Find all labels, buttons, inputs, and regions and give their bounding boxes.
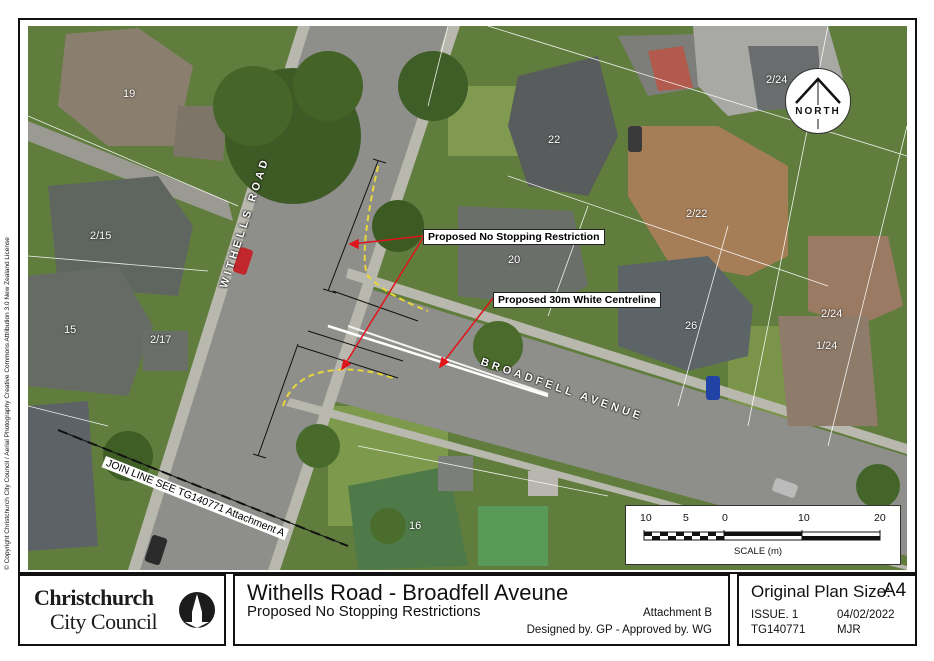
- scale-tick-label: 10: [640, 512, 652, 524]
- callout-no-stopping: Proposed No Stopping Restriction: [423, 229, 605, 245]
- logo-line-1: Christchurch: [34, 585, 154, 610]
- scale-bar: 10 5 0 10 20 SCALE (m): [625, 505, 901, 565]
- house-number: 2/24: [766, 74, 788, 86]
- attachment-label: Attachment B: [642, 607, 712, 619]
- logo-line-2: City Council: [50, 609, 158, 634]
- house-number: 2/24: [821, 308, 843, 320]
- house-20: [458, 206, 588, 306]
- designed-approved: Designed by. GP - Approved by. WG: [526, 624, 712, 636]
- proposed-centreline: [327, 324, 549, 398]
- house-number: 15: [64, 324, 77, 336]
- house-2-24: [808, 236, 903, 326]
- aerial-map-graphic: [28, 26, 907, 570]
- house-number: 19: [123, 88, 136, 100]
- scale-tick-label: 10: [798, 512, 810, 524]
- broadfell-avenue: [278, 276, 907, 556]
- scale-bar-graphic: [643, 530, 881, 541]
- aerial-map: WITHELLS ROAD BROADFELL AVENUE 19 2/15 1…: [28, 26, 907, 570]
- council-logo: Christchurch City Council: [34, 585, 158, 634]
- north-arrow: NORTH: [785, 68, 851, 134]
- scale-label: SCALE (m): [734, 546, 783, 557]
- north-arrow-icon: [795, 77, 841, 129]
- cathedral-logo-icon: [179, 592, 215, 628]
- plan-reference: TG140771: [751, 624, 806, 636]
- plan-size-label: Original Plan Size:: [751, 582, 891, 601]
- house-2-17: [143, 331, 188, 371]
- callout-arrow-centreline: [441, 297, 494, 365]
- callout-arrow-no-stopping-2: [343, 237, 424, 367]
- house-15: [28, 266, 153, 396]
- callout-arrow-no-stopping-1: [351, 235, 424, 245]
- house-2-22: [628, 126, 788, 276]
- plan-size-value: A4: [883, 580, 907, 601]
- callout-centreline: Proposed 30m White Centreline: [493, 292, 662, 308]
- house-1-24: [778, 316, 878, 426]
- no-stopping-line-south: [282, 368, 394, 407]
- house-number: 1/24: [816, 340, 838, 352]
- house-19: [58, 28, 193, 146]
- title-block: Withells Road - Broadfell Aveune Propose…: [233, 574, 730, 646]
- house-number: 26: [685, 320, 698, 332]
- info-block: Original Plan Size: A4 ISSUE. 1 04/02/20…: [737, 574, 917, 646]
- house-number: 22: [548, 134, 561, 146]
- scale-tick-label: 20: [874, 512, 886, 524]
- house-number: 2/15: [90, 230, 112, 242]
- house-number: 2/17: [150, 334, 172, 346]
- author-initials: MJR: [837, 624, 861, 636]
- house-number: 16: [409, 520, 422, 532]
- house-16: [348, 466, 468, 570]
- house-26: [618, 256, 753, 371]
- issue-number: ISSUE. 1: [751, 609, 799, 621]
- withells-road: [138, 26, 448, 570]
- issue-date: 04/02/2022: [837, 609, 895, 621]
- scale-tick-label: 5: [683, 512, 689, 524]
- north-label: NORTH: [795, 106, 841, 117]
- copyright-notice: © Copyright Christchurch City Council / …: [4, 237, 11, 570]
- no-stopping-line-north: [363, 165, 429, 312]
- council-logo-box: Christchurch City Council: [18, 574, 226, 646]
- scale-tick-label: 0: [722, 512, 728, 524]
- house-22: [508, 56, 618, 196]
- house-number: 20: [508, 254, 521, 266]
- plan-title: Withells Road - Broadfell Aveune: [247, 580, 569, 605]
- plan-subtitle: Proposed No Stopping Restrictions: [247, 603, 481, 620]
- house-number: 2/22: [686, 208, 708, 220]
- house-2-15: [48, 176, 193, 296]
